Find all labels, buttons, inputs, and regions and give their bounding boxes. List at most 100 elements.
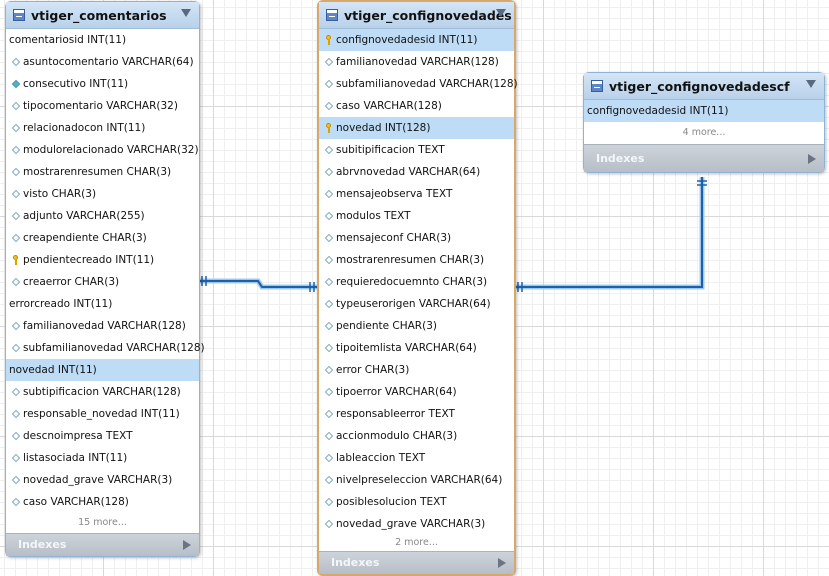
column-row[interactable]: requieredocuemnto CHAR(3) bbox=[319, 271, 514, 293]
relationship-comentarios-confignovedades[interactable] bbox=[198, 276, 320, 292]
column-label: lableaccion TEXT bbox=[336, 452, 426, 464]
diamond-icon bbox=[11, 387, 21, 397]
column-row[interactable]: caso VARCHAR(128) bbox=[6, 491, 199, 513]
column-row[interactable]: novedad INT(128) bbox=[319, 117, 514, 139]
column-label: caso VARCHAR(128) bbox=[23, 496, 129, 508]
column-row[interactable]: novedad_grave VARCHAR(3) bbox=[6, 469, 199, 491]
column-label: errorcreado INT(11) bbox=[9, 298, 113, 310]
relationship-confignovedades-confignovedadescf[interactable] bbox=[514, 177, 707, 292]
column-row[interactable]: modulos TEXT bbox=[319, 205, 514, 227]
key-icon bbox=[326, 35, 331, 45]
table-header[interactable]: vtiger_comentarios bbox=[6, 2, 199, 29]
column-row[interactable]: modulorelacionado VARCHAR(32) bbox=[6, 139, 199, 161]
column-row[interactable]: visto CHAR(3) bbox=[6, 183, 199, 205]
table-header[interactable]: vtiger_confignovedadescf bbox=[584, 73, 824, 100]
table-icon bbox=[591, 80, 603, 92]
column-row[interactable]: creaerror CHAR(3) bbox=[6, 271, 199, 293]
column-row[interactable]: consecutivo INT(11) bbox=[6, 73, 199, 95]
column-row[interactable]: abrvnovedad VARCHAR(64) bbox=[319, 161, 514, 183]
column-label: modulorelacionado VARCHAR(32) bbox=[23, 144, 199, 156]
column-row[interactable]: error CHAR(3) bbox=[319, 359, 514, 381]
collapse-toggle-icon[interactable] bbox=[806, 80, 816, 88]
column-row[interactable]: creapendiente CHAR(3) bbox=[6, 227, 199, 249]
diamond-icon bbox=[324, 343, 334, 353]
column-row[interactable]: novedad_grave VARCHAR(3) bbox=[319, 513, 514, 535]
indexes-section[interactable]: Indexes bbox=[584, 144, 824, 172]
column-row[interactable]: subfamilianovedad VARCHAR(128) bbox=[319, 73, 518, 95]
column-row[interactable]: responsable_novedad INT(11) bbox=[6, 403, 199, 425]
column-row[interactable]: responsableerror TEXT bbox=[319, 403, 514, 425]
column-row[interactable]: typeuserorigen VARCHAR(64) bbox=[319, 293, 514, 315]
table-vtiger-comentarios[interactable]: vtiger_comentarios comentariosid INT(11)… bbox=[5, 1, 205, 557]
column-label: descnoimpresa TEXT bbox=[23, 430, 133, 442]
column-row[interactable]: caso VARCHAR(128) bbox=[319, 95, 514, 117]
diamond-icon bbox=[324, 321, 334, 331]
indexes-section[interactable]: Indexes bbox=[319, 551, 514, 574]
diamond-icon bbox=[11, 321, 21, 331]
indexes-label: Indexes bbox=[596, 152, 645, 165]
table-vtiger-confignovedades[interactable]: vtiger_confignovedades confignovedadesid… bbox=[317, 0, 518, 576]
diamond-icon bbox=[11, 211, 21, 221]
column-label: posiblesolucion TEXT bbox=[336, 496, 447, 508]
column-label: novedad_grave VARCHAR(3) bbox=[336, 518, 486, 530]
table-header[interactable]: vtiger_confignovedades bbox=[319, 2, 514, 29]
column-label: abrvnovedad VARCHAR(64) bbox=[336, 166, 481, 178]
column-row[interactable]: listasociada INT(11) bbox=[6, 447, 199, 469]
table-vtiger-confignovedadescf[interactable]: vtiger_confignovedadescf confignovedades… bbox=[583, 72, 825, 173]
column-row[interactable]: familianovedad VARCHAR(128) bbox=[6, 315, 199, 337]
column-row[interactable]: descnoimpresa TEXT bbox=[6, 425, 199, 447]
column-row[interactable]: asuntocomentario VARCHAR(64) bbox=[6, 51, 199, 73]
collapse-toggle-icon[interactable] bbox=[181, 9, 191, 17]
column-row[interactable]: adjunto VARCHAR(255) bbox=[6, 205, 199, 227]
column-row[interactable]: subitipificacion TEXT bbox=[319, 139, 514, 161]
column-label: comentariosid INT(11) bbox=[9, 34, 127, 46]
column-row[interactable]: mostrarenresumen CHAR(3) bbox=[6, 161, 199, 183]
diamond-icon bbox=[324, 145, 334, 155]
column-row[interactable]: tipocomentario VARCHAR(32) bbox=[6, 95, 199, 117]
column-label: creapendiente CHAR(3) bbox=[23, 232, 147, 244]
column-list: confignovedadesid INT(11)familianovedad … bbox=[319, 29, 518, 535]
diamond-icon bbox=[11, 57, 21, 67]
collapse-toggle-icon[interactable] bbox=[496, 9, 506, 17]
column-row[interactable]: confignovedadesid INT(11) bbox=[319, 29, 514, 51]
column-row[interactable]: mensajeobserva TEXT bbox=[319, 183, 514, 205]
column-row[interactable]: pendiente CHAR(3) bbox=[319, 315, 514, 337]
column-row[interactable]: pendientecreado INT(11) bbox=[6, 249, 199, 271]
diamond-icon bbox=[11, 101, 21, 111]
column-row[interactable]: mensajeconf CHAR(3) bbox=[319, 227, 514, 249]
more-columns-label[interactable]: 4 more... bbox=[682, 127, 726, 138]
column-label: nivelpreseleccion VARCHAR(64) bbox=[336, 474, 503, 486]
expand-arrow-icon[interactable] bbox=[183, 540, 191, 550]
column-row[interactable]: mostrarenresumen CHAR(3) bbox=[319, 249, 514, 271]
column-row[interactable]: lableaccion TEXT bbox=[319, 447, 514, 469]
column-label: confignovedadesid INT(11) bbox=[587, 105, 729, 117]
column-row[interactable]: familianovedad VARCHAR(128) bbox=[319, 51, 514, 73]
column-label: creaerror CHAR(3) bbox=[23, 276, 120, 288]
diamond-icon bbox=[324, 101, 334, 111]
column-row[interactable]: confignovedadesid INT(11) bbox=[584, 100, 824, 122]
filled-diamond-icon bbox=[11, 79, 21, 89]
column-row[interactable]: novedad INT(11) bbox=[6, 359, 199, 381]
column-row[interactable]: subtipificacion VARCHAR(128) bbox=[6, 381, 199, 403]
table-title: vtiger_confignovedadescf bbox=[609, 78, 790, 94]
column-row[interactable]: comentariosid INT(11) bbox=[6, 29, 199, 51]
column-row[interactable]: relacionadocon INT(11) bbox=[6, 117, 199, 139]
column-row[interactable]: errorcreado INT(11) bbox=[6, 293, 199, 315]
column-label: novedad INT(11) bbox=[9, 364, 97, 376]
column-row[interactable]: subfamilianovedad VARCHAR(128) bbox=[6, 337, 205, 359]
column-row[interactable]: tipoitemlista VARCHAR(64) bbox=[319, 337, 514, 359]
column-row[interactable]: posiblesolucion TEXT bbox=[319, 491, 514, 513]
more-columns-label[interactable]: 2 more... bbox=[395, 537, 438, 548]
column-row[interactable]: tipoerror VARCHAR(64) bbox=[319, 381, 514, 403]
diamond-icon bbox=[11, 123, 21, 133]
diamond-icon bbox=[324, 167, 334, 177]
more-columns-label[interactable]: 15 more... bbox=[78, 517, 127, 528]
column-label: responsable_novedad INT(11) bbox=[23, 408, 180, 420]
column-list: confignovedadesid INT(11) bbox=[584, 100, 824, 122]
column-row[interactable]: accionmodulo CHAR(3) bbox=[319, 425, 514, 447]
column-row[interactable]: nivelpreseleccion VARCHAR(64) bbox=[319, 469, 514, 491]
indexes-section[interactable]: Indexes bbox=[6, 533, 199, 556]
expand-arrow-icon[interactable] bbox=[498, 558, 506, 568]
expand-arrow-icon[interactable] bbox=[808, 154, 816, 164]
